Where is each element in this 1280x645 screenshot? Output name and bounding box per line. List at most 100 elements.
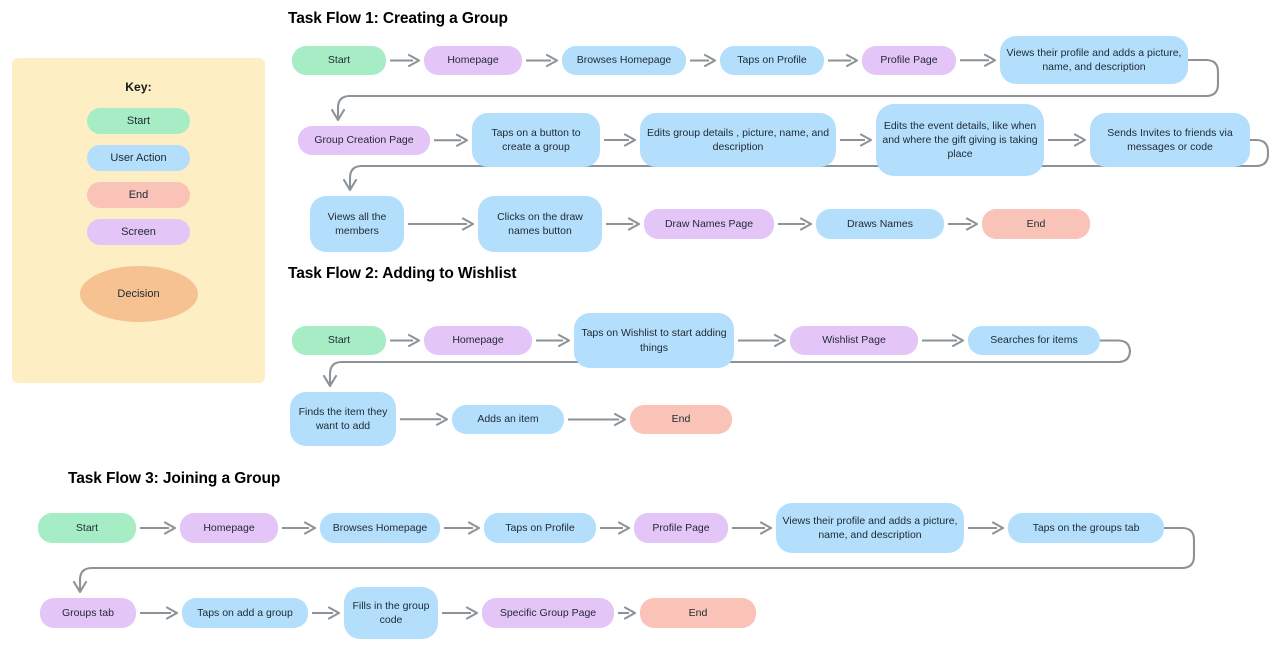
flow-node-label: Group Creation Page — [314, 134, 414, 147]
legend-chip-screen: Screen — [87, 219, 190, 245]
arrowhead — [327, 606, 341, 620]
flow-node-screen: Wishlist Page — [790, 326, 918, 355]
flow-node-label: Edits group details , picture, name, and… — [646, 126, 830, 153]
arrowhead — [965, 217, 979, 231]
flow-node-action: Taps on Profile — [484, 513, 596, 543]
arrowhead-down — [330, 108, 346, 122]
flow-node-label: Homepage — [203, 521, 255, 534]
flow-node-action: Views all the members — [310, 196, 404, 252]
arrowhead — [773, 333, 787, 348]
flow-node-label: Clicks on the draw names button — [497, 210, 583, 237]
flow-node-action: Taps on the groups tab — [1008, 513, 1164, 543]
arrowhead — [623, 606, 637, 620]
arrowhead — [951, 333, 965, 348]
flow-node-label: Start — [327, 334, 351, 347]
flow-node-action: Searches for items — [968, 326, 1100, 355]
arrowhead — [759, 521, 773, 535]
flow-node-label: Adds an item — [477, 413, 539, 426]
arrowhead-down — [322, 374, 338, 388]
legend-chip-user-action: User Action — [87, 145, 190, 171]
arrowhead — [165, 606, 179, 620]
flow-node-action: Taps on Wishlist to start adding things — [574, 313, 734, 368]
flow-node-label: Profile Page — [652, 521, 710, 534]
flow-node-end: End — [630, 405, 732, 434]
flow-node-label: Taps on Profile — [505, 521, 575, 534]
flow-node-label: End — [1026, 217, 1046, 230]
legend-chip-start: Start — [87, 108, 190, 134]
flow-node-action: Browses Homepage — [320, 513, 440, 543]
flow-node-action: Edits group details , picture, name, and… — [640, 113, 836, 167]
arrowhead — [407, 333, 421, 348]
legend-chip-label: End — [128, 189, 149, 201]
arrowhead — [617, 521, 631, 535]
arrowhead — [163, 521, 177, 535]
flow-node-label: Start — [327, 54, 351, 67]
flow-node-action: Adds an item — [452, 405, 564, 434]
arrowhead — [465, 606, 479, 620]
flow-node-label: Groups tab — [62, 606, 114, 619]
flow-title-2: Task Flow 2: Adding to Wishlist — [288, 265, 517, 282]
flow-title-1: Task Flow 1: Creating a Group — [288, 10, 508, 27]
arrowhead — [845, 53, 859, 68]
flow-node-label: Wishlist Page — [822, 334, 886, 347]
flow-node-label: Views their profile and adds a picture, … — [782, 514, 958, 541]
flow-node-end: End — [982, 209, 1090, 239]
flow-node-label: End — [671, 413, 691, 426]
flow-node-screen: Homepage — [424, 46, 522, 75]
flow-node-label: Start — [75, 521, 99, 534]
flow-node-label: Draw Names Page — [664, 217, 754, 230]
flow-node-action: Views their profile and adds a picture, … — [776, 503, 964, 553]
flow-node-start: Start — [38, 513, 136, 543]
arrowhead — [407, 53, 421, 68]
arrowhead — [627, 217, 641, 231]
flow-node-label: Taps on Wishlist to start adding things — [581, 327, 727, 354]
flow-node-label: Homepage — [447, 54, 499, 67]
flow-node-end: End — [640, 598, 756, 628]
arrowhead — [983, 53, 997, 67]
flow-node-start: Start — [292, 46, 386, 75]
flow-node-label: Views their profile and adds a picture, … — [1006, 46, 1182, 73]
legend-chip-decision: Decision — [79, 266, 198, 322]
flow-node-action: Taps on add a group — [182, 598, 308, 628]
flow-node-label: Taps on add a group — [197, 606, 293, 619]
flow-node-action: Edits the event details, like when and w… — [876, 104, 1044, 176]
flow-node-screen: Specific Group Page — [482, 598, 614, 628]
flow-node-screen: Homepage — [180, 513, 278, 543]
flow-node-label: Fills in the group code — [352, 599, 430, 626]
flow-node-action: Clicks on the draw names button — [478, 196, 602, 252]
flow-node-label: Browses Homepage — [332, 521, 428, 534]
arrowhead — [557, 333, 571, 348]
flow-node-screen: Profile Page — [634, 513, 728, 543]
flow-node-action: Taps on a button to create a group — [472, 113, 600, 167]
flow-node-label: Finds the item they want to add — [298, 405, 388, 432]
arrowhead — [461, 217, 475, 231]
flow-node-label: Views all the members — [327, 210, 387, 237]
flow-node-label: Browses Homepage — [576, 54, 672, 67]
flow-node-label: Taps on the groups tab — [1032, 521, 1140, 534]
flow-node-label: End — [688, 606, 708, 619]
arrowhead — [467, 521, 481, 535]
flow-node-action: Browses Homepage — [562, 46, 686, 75]
flow-node-screen: Draw Names Page — [644, 209, 774, 239]
flow-node-label: Specific Group Page — [499, 606, 597, 619]
flow-node-screen: Group Creation Page — [298, 126, 430, 155]
arrowhead — [703, 53, 717, 68]
flow-node-screen: Groups tab — [40, 598, 136, 628]
flow-title-3: Task Flow 3: Joining a Group — [68, 470, 281, 487]
flow-node-screen: Homepage — [424, 326, 532, 355]
legend-chip-label: Screen — [121, 226, 156, 238]
flow-node-label: Sends Invites to friends via messages or… — [1107, 126, 1233, 153]
flow-node-start: Start — [292, 326, 386, 355]
legend-chip-label: Decision — [117, 288, 160, 300]
flow-node-label: Profile Page — [880, 54, 938, 67]
arrowhead — [613, 412, 627, 427]
flow-node-label: Searches for items — [990, 334, 1078, 347]
arrowhead-down — [72, 580, 88, 594]
arrowhead — [1073, 133, 1087, 147]
flow-node-label: Edits the event details, like when and w… — [882, 119, 1038, 161]
flow-node-action: Views their profile and adds a picture, … — [1000, 36, 1188, 84]
arrowhead — [455, 133, 469, 147]
flow-node-action: Fills in the group code — [344, 587, 438, 639]
